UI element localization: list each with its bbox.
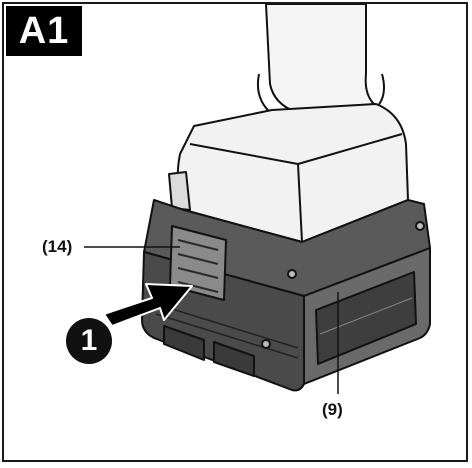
callout-release-button: (14): [42, 237, 73, 256]
figure-label: A1: [6, 6, 82, 56]
tool-illustration: [84, 4, 431, 394]
tool-handle: [256, 4, 385, 115]
step-1-marker: 1: [66, 318, 112, 364]
release-button: [169, 225, 227, 301]
push-arrow: [103, 283, 193, 327]
callout-battery-pack: (9): [322, 400, 343, 419]
figure-frame: A1 (14) (9) 1: [2, 2, 468, 462]
